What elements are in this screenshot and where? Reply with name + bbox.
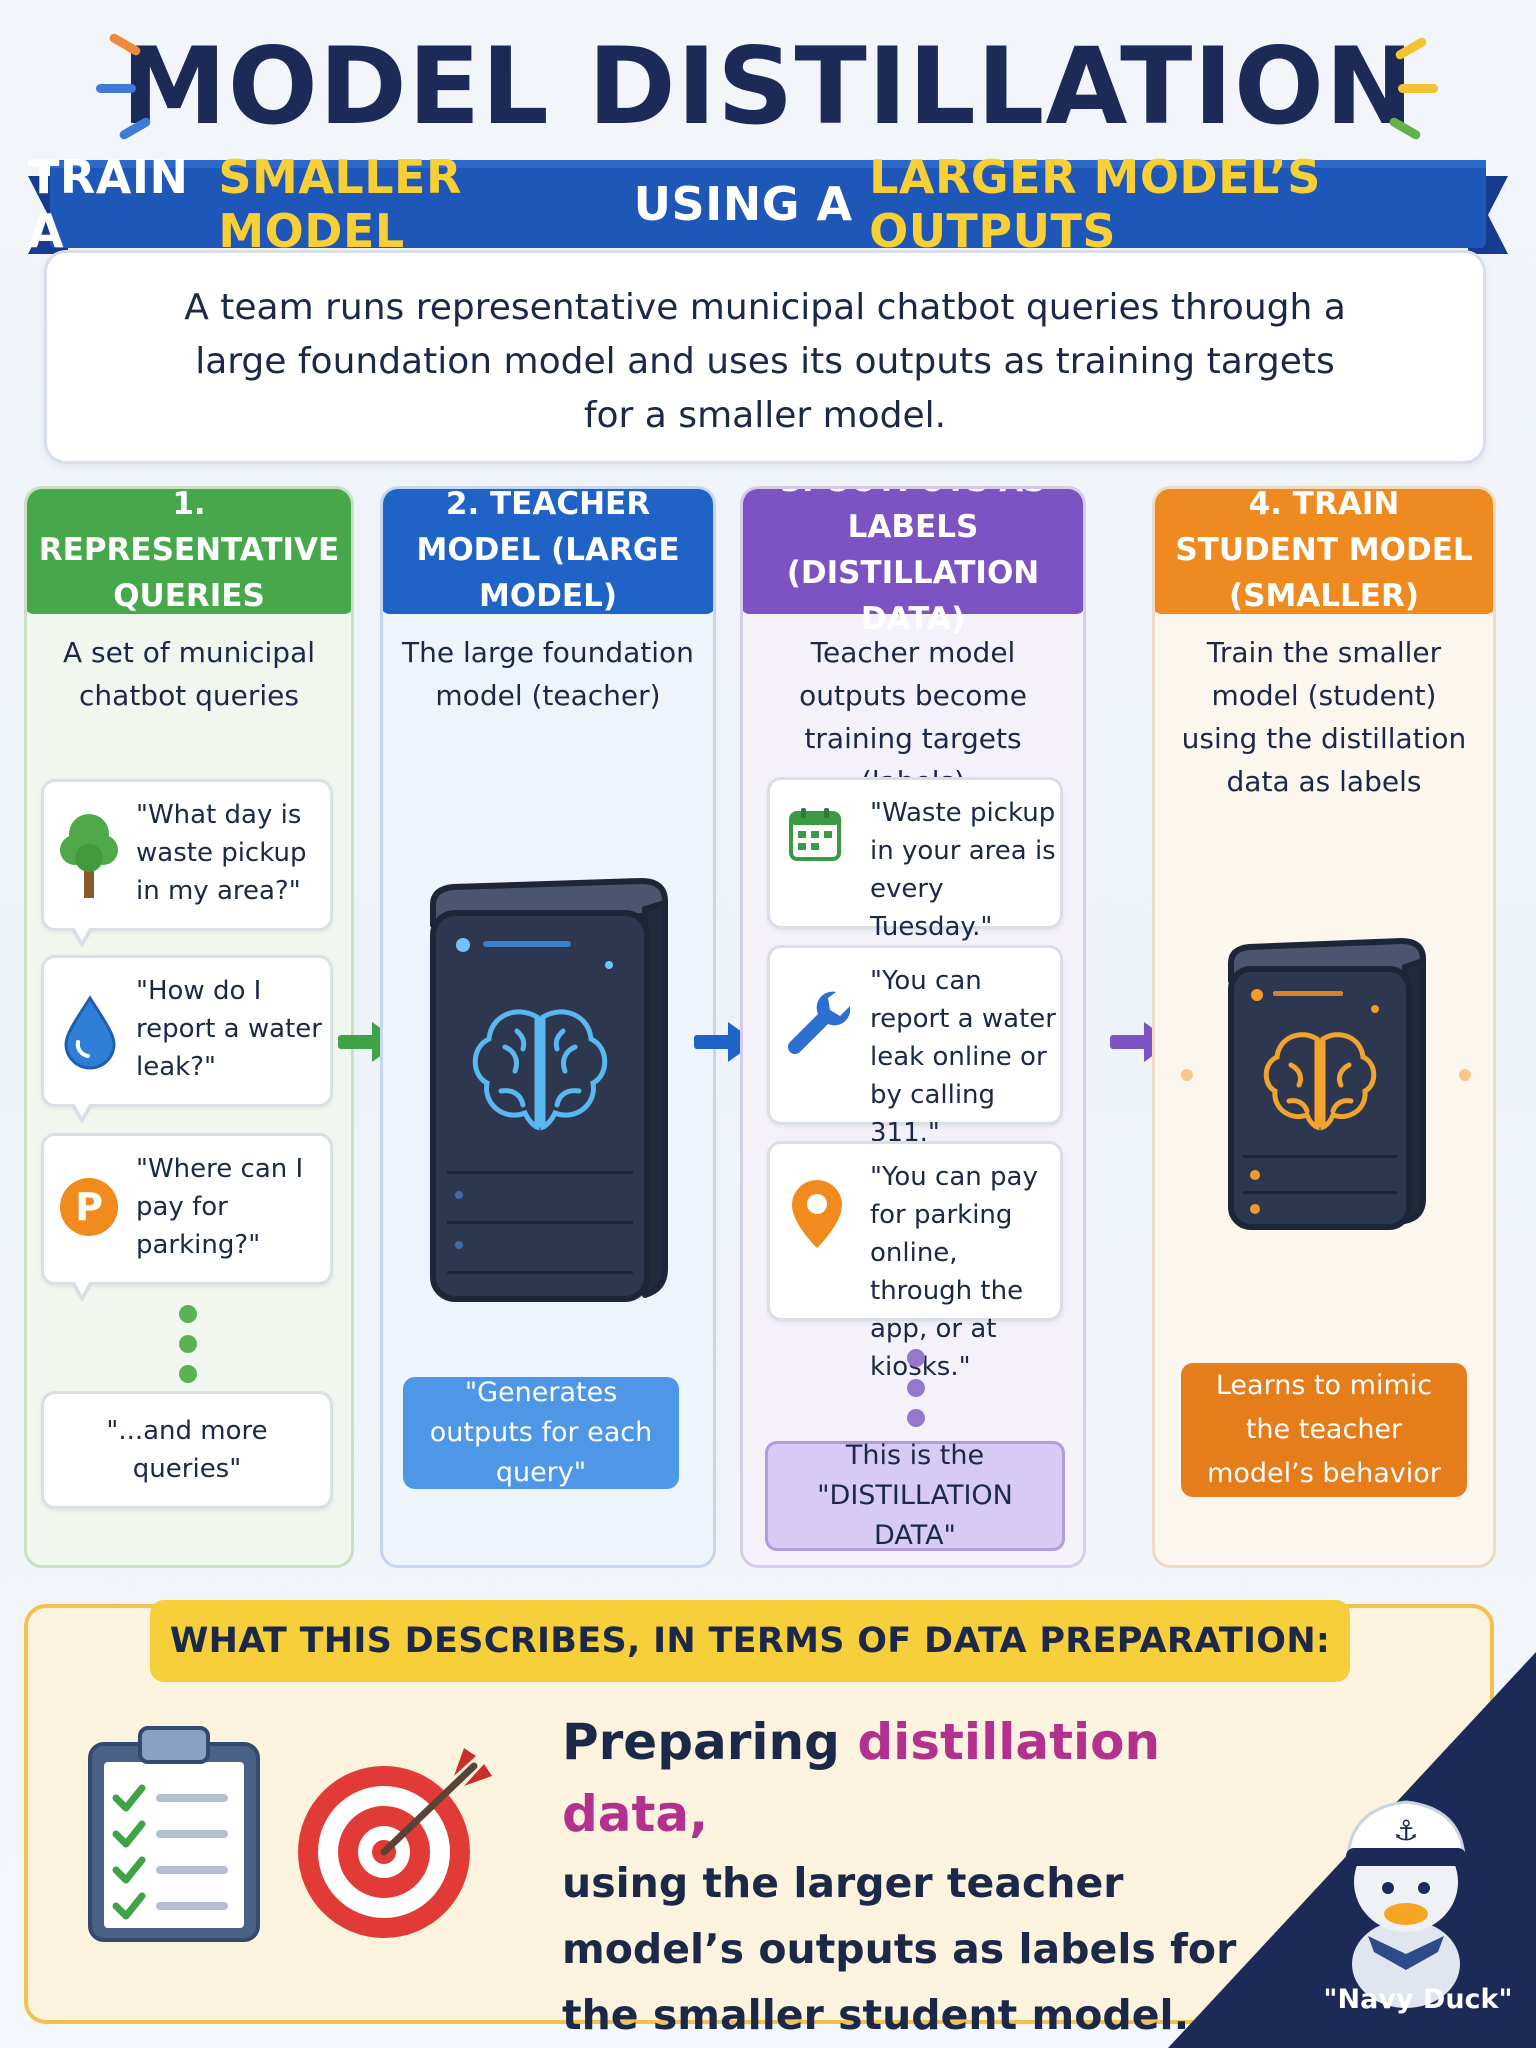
ellipsis-dot bbox=[907, 1349, 925, 1367]
output-text: "You can pay for parking online, through… bbox=[870, 1162, 1038, 1382]
wrench-icon bbox=[784, 986, 851, 1067]
teacher-note: "Generates outputs for each query" bbox=[403, 1377, 679, 1489]
target-icon bbox=[278, 1736, 508, 1950]
ellipsis-dot bbox=[179, 1365, 197, 1383]
column-representative-queries: 1. REPRESENTATIVE QUERIES A set of munic… bbox=[24, 486, 354, 1568]
ribbon-text-1: TRAIN A bbox=[28, 150, 189, 258]
query-card: "What day is waste pickup in my area?" bbox=[41, 779, 333, 948]
query-text: "Where can I pay for parking?" bbox=[136, 1154, 304, 1260]
location-pin-icon bbox=[790, 1178, 844, 1261]
sparkle-icon bbox=[96, 84, 136, 93]
intro-text: A team runs representative municipal cha… bbox=[184, 287, 1346, 436]
column-header: 4. TRAIN STUDENT MODEL (SMALLER) bbox=[1155, 489, 1493, 614]
output-card: "You can pay for parking online, through… bbox=[767, 1141, 1063, 1382]
distillation-data-note: This is the "DISTILLATION DATA" bbox=[765, 1440, 1065, 1551]
ribbon-highlight-smaller: SMALLER MODEL bbox=[218, 150, 462, 258]
output-card: "You can report a water leak online or b… bbox=[767, 945, 1063, 1148]
clipboard-checklist-icon bbox=[84, 1722, 264, 1950]
output-text: "You can report a water leak online or b… bbox=[870, 966, 1056, 1148]
column-description: A set of municipal chatbot queries bbox=[62, 636, 316, 712]
query-card: P "Where can I pay for parking?" bbox=[41, 1133, 333, 1302]
navy-duck-mascot: ⚓ bbox=[1168, 1652, 1536, 2048]
tree-icon bbox=[58, 808, 120, 915]
answer-highlight: distillation data, bbox=[562, 1713, 1161, 1843]
output-card: "Waste pickup in your area is every Tues… bbox=[767, 777, 1063, 942]
column-description: The large foundation model (teacher) bbox=[402, 636, 694, 712]
water-drop-icon bbox=[62, 994, 118, 1081]
mascot-label: "Navy Duck" bbox=[1323, 1984, 1513, 2015]
column-teacher-model: 2. TEACHER MODEL (LARGE MODEL) The large… bbox=[380, 486, 716, 1568]
server-brain-icon bbox=[413, 869, 685, 1323]
student-note: Learns to mimic the teacher model’s beha… bbox=[1181, 1363, 1467, 1497]
ribbon-highlight-larger: LARGER MODEL’S OUTPUTS bbox=[869, 150, 1321, 258]
column-description: Train the smaller model (student) using … bbox=[1181, 636, 1467, 798]
column-header: 1. REPRESENTATIVE QUERIES bbox=[27, 489, 351, 614]
query-card: "How do I report a water leak?" bbox=[41, 955, 333, 1124]
parking-icon: P bbox=[58, 1176, 120, 1249]
ellipsis-dot bbox=[179, 1305, 197, 1323]
calendar-icon bbox=[788, 806, 842, 873]
svg-text:⚓: ⚓ bbox=[1393, 1814, 1418, 1847]
column-student-model: 4. TRAIN STUDENT MODEL (SMALLER) Train t… bbox=[1152, 486, 1496, 1568]
answer-lead: Preparing bbox=[562, 1713, 858, 1771]
more-queries-text: "...and more queries" bbox=[106, 1416, 268, 1484]
answer-rest: using the larger teacher model’s outputs… bbox=[562, 1859, 1237, 2039]
sparkle-icon bbox=[1398, 84, 1438, 93]
page-title: MODEL DISTILLATION bbox=[121, 25, 1415, 148]
column-header: 3. OUTPUTS AS LABELS (DISTILLATION DATA) bbox=[743, 489, 1083, 637]
summary-answer: Preparing distillation data, using the l… bbox=[562, 1706, 1282, 2048]
glow-dot bbox=[1181, 1069, 1193, 1081]
query-text: "How do I report a water leak?" bbox=[136, 976, 322, 1082]
ellipsis-dot bbox=[907, 1379, 925, 1397]
ellipsis-dot bbox=[907, 1409, 925, 1427]
ellipsis-dot bbox=[179, 1335, 197, 1353]
column-header: 2. TEACHER MODEL (LARGE MODEL) bbox=[383, 489, 713, 614]
output-text: "Waste pickup in your area is every Tues… bbox=[870, 798, 1056, 942]
more-queries-card: "...and more queries" bbox=[41, 1391, 333, 1509]
query-text: "What day is waste pickup in my area?" bbox=[136, 800, 307, 906]
small-server-brain-icon bbox=[1213, 929, 1443, 1243]
svg-text:P: P bbox=[75, 1185, 103, 1229]
summary-banner: WHAT THIS DESCRIBES, IN TERMS OF DATA PR… bbox=[150, 1600, 1350, 1682]
intro-box: A team runs representative municipal cha… bbox=[44, 250, 1486, 464]
glow-dot bbox=[1459, 1069, 1471, 1081]
subtitle-ribbon: TRAIN A SMALLER MODEL USING A LARGER MOD… bbox=[28, 150, 1508, 258]
column-distillation-data: 3. OUTPUTS AS LABELS (DISTILLATION DATA)… bbox=[740, 486, 1086, 1568]
ribbon-text-2: USING A bbox=[617, 177, 870, 231]
